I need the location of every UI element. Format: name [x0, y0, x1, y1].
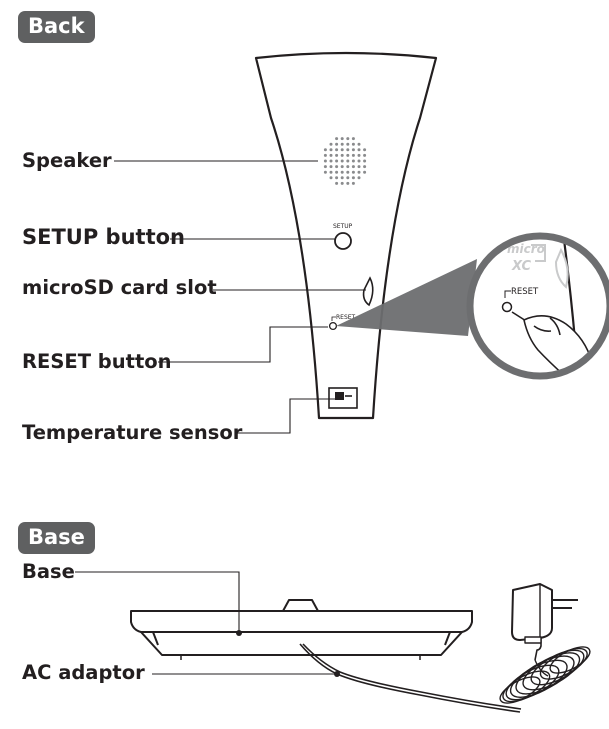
grille-dot — [340, 176, 344, 180]
grille-dot — [335, 142, 339, 146]
grille-dot — [340, 137, 344, 141]
cable-loop — [522, 652, 581, 691]
grille-dot — [340, 142, 344, 146]
grille-dot — [346, 148, 350, 152]
speaker-grille — [323, 137, 367, 185]
grille-dot — [329, 165, 333, 169]
grille-dot — [351, 148, 355, 152]
base-leader-lines — [75, 571, 335, 675]
grille-dot — [329, 142, 333, 146]
back-leader-lines — [114, 160, 366, 434]
grille-dot — [357, 176, 361, 180]
grille-dot — [340, 170, 344, 174]
label-ac-adaptor: AC adaptor — [22, 661, 145, 684]
grille-dot — [323, 165, 327, 169]
grille-dot — [340, 148, 344, 152]
grille-dot — [335, 170, 339, 174]
grille-dot — [323, 170, 327, 174]
grille-dot — [363, 159, 367, 163]
grille-dot — [363, 153, 367, 157]
grille-dot — [340, 165, 344, 169]
reset-marking: RESET — [336, 314, 356, 321]
ac-cable — [299, 643, 522, 713]
grille-dot — [357, 142, 361, 146]
label-microsd-slot: microSD card slot — [22, 276, 217, 299]
temperature-sensor-graphic — [328, 387, 358, 409]
grille-dot — [335, 181, 339, 185]
cable-lead — [534, 659, 549, 677]
grille-dot — [351, 142, 355, 146]
grille-dot — [346, 153, 350, 157]
grille-dot — [363, 170, 367, 174]
section-badge-base: Base — [18, 522, 95, 554]
grille-dot — [335, 137, 339, 141]
grille-dot — [340, 181, 344, 185]
grille-dot — [346, 181, 350, 185]
grille-dot — [346, 170, 350, 174]
grille-dot — [357, 165, 361, 169]
base-graphic — [130, 599, 473, 660]
grille-dot — [346, 142, 350, 146]
base-point — [236, 630, 242, 636]
coiled-cable — [499, 646, 591, 704]
grille-dot — [346, 137, 350, 141]
grille-dot — [335, 159, 339, 163]
cable-loop — [530, 649, 585, 686]
grille-dot — [329, 159, 333, 163]
grille-dot — [346, 176, 350, 180]
grille-dot — [346, 165, 350, 169]
label-reset-button: RESET button — [22, 350, 172, 373]
grille-dot — [335, 153, 339, 157]
grille-dot — [357, 159, 361, 163]
label-setup-button: SETUP button — [22, 225, 185, 249]
grille-dot — [357, 170, 361, 174]
grille-dot — [335, 165, 339, 169]
microsd-logo-bottom: XC — [511, 259, 532, 274]
microsd-slot-graphic — [362, 276, 374, 307]
grille-dot — [351, 159, 355, 163]
grille-dot — [363, 165, 367, 169]
label-speaker: Speaker — [22, 149, 112, 172]
setup-marking: SETUP — [333, 223, 353, 230]
setup-button-graphic: SETUP — [333, 223, 353, 250]
cable-loop — [549, 646, 591, 674]
grille-dot — [329, 170, 333, 174]
grille-dot — [335, 148, 339, 152]
section-badge-back: Back — [18, 11, 95, 43]
grille-dot — [340, 153, 344, 157]
grille-dot — [351, 170, 355, 174]
grille-dot — [357, 153, 361, 157]
zoom-reset-marking: RESET — [511, 287, 539, 297]
grille-dot — [323, 159, 327, 163]
grille-dot — [351, 165, 355, 169]
zoom-wedge — [336, 259, 477, 336]
grille-dot — [329, 148, 333, 152]
grille-dot — [351, 137, 355, 141]
grille-dot — [351, 176, 355, 180]
grille-dot — [340, 159, 344, 163]
cable-point — [334, 671, 340, 677]
grille-dot — [335, 176, 339, 180]
zoom-detail: micro XC RESET — [466, 232, 609, 380]
label-temperature-sensor: Temperature sensor — [22, 421, 243, 444]
grille-dot — [357, 148, 361, 152]
grille-dot — [351, 181, 355, 185]
grille-dot — [351, 153, 355, 157]
grille-dot — [323, 148, 327, 152]
grille-dot — [323, 153, 327, 157]
ac-adaptor-graphic — [511, 583, 578, 661]
grille-dot — [363, 148, 367, 152]
grille-dot — [329, 176, 333, 180]
grille-dot — [329, 153, 333, 157]
grille-dot — [346, 159, 350, 163]
label-base: Base — [22, 560, 75, 583]
cable-loop — [539, 647, 588, 680]
